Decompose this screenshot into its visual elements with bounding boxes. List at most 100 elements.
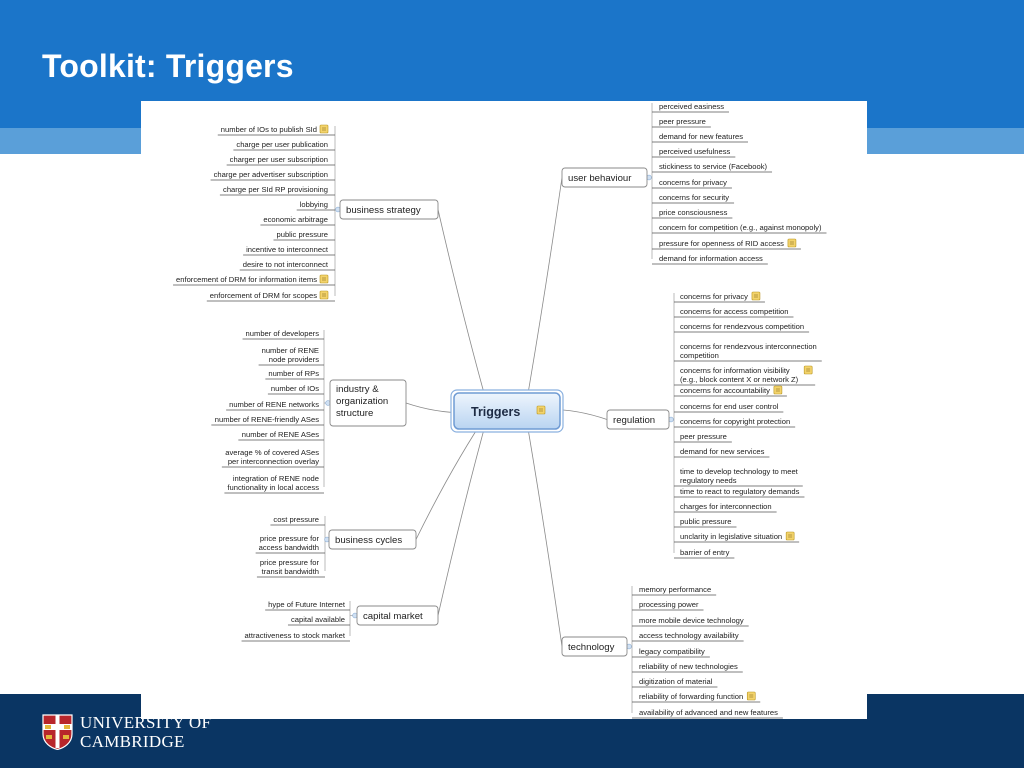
topic-item[interactable]: charge per advertiser subscription	[210, 170, 335, 181]
topic-item[interactable]: digitization of material	[632, 677, 718, 688]
topic-item[interactable]: number of developers	[242, 329, 324, 340]
topic-item[interactable]: economic arbitrage	[260, 215, 335, 226]
topic-label: lobbying	[300, 200, 328, 209]
topic-item[interactable]: concerns for privacy	[674, 292, 765, 303]
topic-item[interactable]: charger per user subscription	[226, 155, 335, 166]
topic-item[interactable]: enforcement of DRM for information items	[173, 275, 335, 286]
topic-item[interactable]: hype of Future Internet	[265, 600, 350, 611]
topic-item[interactable]: capital available	[287, 615, 350, 626]
topic-item[interactable]: concern for competition (e.g., against m…	[652, 223, 827, 234]
branch-regulation[interactable]: concerns for privacy concerns for access …	[606, 292, 822, 559]
topic-item[interactable]: enforcement of DRM for scopes	[206, 291, 335, 302]
topic-item[interactable]: peer pressure	[652, 117, 711, 128]
topic-item[interactable]: perceived usefulness	[652, 147, 736, 158]
note-icon[interactable]	[536, 405, 546, 415]
topic-item[interactable]: concerns for information visibility(e.g.…	[674, 366, 816, 386]
branch-box	[606, 409, 670, 430]
note-icon[interactable]	[319, 290, 329, 300]
topic-item[interactable]: concerns for accountability	[674, 386, 787, 397]
topic-item[interactable]: reliability of new technologies	[632, 662, 743, 673]
topic-item[interactable]: concerns for rendezvous competition	[674, 322, 810, 333]
branch-business-strategy[interactable]: number of IOs to publish SId charge per u…	[173, 125, 439, 302]
topic-label: concerns for rendezvous competition	[680, 322, 804, 331]
topic-item[interactable]: desire to not interconnect	[239, 260, 335, 271]
topic-item[interactable]: incentive to interconnect	[243, 245, 335, 256]
topic-item[interactable]: number of RENE ASes	[238, 430, 324, 441]
topic-item[interactable]: public pressure	[273, 230, 335, 241]
topic-item[interactable]: concerns for rendezvous interconnectionc…	[674, 342, 822, 362]
topic-label: perceived usefulness	[659, 147, 731, 156]
topic-item[interactable]: number of RENE-friendly ASes	[211, 415, 324, 426]
topic-item[interactable]: perceived easiness	[652, 102, 730, 113]
topic-item[interactable]: cost pressure	[270, 515, 325, 526]
topic-item[interactable]: reliability of forwarding function	[632, 692, 761, 703]
note-icon[interactable]	[785, 531, 795, 541]
topic-item[interactable]: concerns for copyright protection	[674, 417, 796, 428]
branch-capital-market[interactable]: hype of Future Internet capital available…	[241, 600, 439, 642]
topic-item[interactable]: unclarity in legislative situation	[674, 532, 800, 543]
note-icon[interactable]	[773, 385, 783, 395]
note-icon[interactable]	[787, 238, 797, 248]
topic-item[interactable]: lobbying	[296, 200, 335, 211]
topic-item[interactable]: attractiveness to stock market	[241, 631, 350, 642]
topic-item[interactable]: time to react to regulatory demands	[674, 487, 805, 498]
topic-label: demand for new services	[680, 447, 765, 456]
topic-label: price pressure for	[260, 558, 320, 567]
topic-item[interactable]: concerns for end user control	[674, 402, 784, 413]
note-icon[interactable]	[746, 691, 756, 701]
note-icon[interactable]	[319, 274, 329, 284]
topic-item[interactable]: availability of advanced and new feature…	[632, 708, 783, 719]
topic-label: average % of covered ASes	[225, 448, 319, 457]
mindmap-panel: number of IOs to publish SId charge per u…	[141, 101, 867, 719]
note-icon[interactable]	[319, 124, 329, 134]
topic-item[interactable]: concerns for privacy	[652, 178, 732, 189]
topic-item[interactable]: public pressure	[674, 517, 737, 528]
topic-item[interactable]: stickiness to service (Facebook)	[652, 162, 773, 173]
topic-label: concerns for end user control	[680, 402, 779, 411]
topic-item[interactable]: processing power	[632, 600, 704, 611]
topic-item[interactable]: demand for new features	[652, 132, 749, 143]
topic-item[interactable]: price consciousness	[652, 208, 733, 219]
topic-label: charge per advertiser subscription	[214, 170, 328, 179]
connector-line	[437, 410, 490, 616]
topic-item[interactable]: peer pressure	[674, 432, 732, 443]
topic-item[interactable]: time to develop technology to meetregula…	[674, 467, 803, 487]
branch-label: organization	[336, 396, 388, 407]
note-icon[interactable]	[803, 365, 813, 375]
topic-item[interactable]: number of RENE networks	[226, 400, 324, 411]
note-icon[interactable]	[751, 291, 761, 301]
topic-item[interactable]: demand for new services	[674, 447, 770, 458]
topic-item[interactable]: memory performance	[632, 585, 717, 596]
topic-item[interactable]: pressure for openness of RID access	[652, 239, 801, 250]
topic-label: charges for interconnection	[680, 502, 772, 511]
topic-item[interactable]: charge per SId RP provisioning	[219, 185, 335, 196]
topic-item[interactable]: demand for information access	[652, 254, 768, 265]
topic-item[interactable]: concerns for security	[652, 193, 735, 204]
topic-item[interactable]: number of IOs	[267, 384, 324, 395]
topic-item[interactable]: barrier of entry	[674, 548, 735, 559]
branch-box	[339, 199, 439, 220]
topic-item[interactable]: concerns for access competition	[674, 307, 794, 318]
branch-user-behaviour[interactable]: perceived easiness peer pressure demand fo…	[561, 102, 827, 265]
topic-item[interactable]: number of RPs	[265, 369, 324, 380]
topic-item[interactable]: legacy compatibility	[632, 647, 710, 658]
topic-label: number of IOs	[271, 384, 319, 393]
topic-item[interactable]: number of IOs to publish SId	[217, 125, 335, 136]
central-topic[interactable]: Triggers	[450, 389, 564, 433]
topic-label: cost pressure	[273, 515, 319, 524]
topic-label: integration of RENE node	[233, 474, 319, 483]
topic-item[interactable]: charges for interconnection	[674, 502, 777, 513]
topic-item[interactable]: access technology availability	[632, 631, 744, 642]
branch-box	[328, 529, 417, 550]
topic-item[interactable]: more mobile device technology	[632, 616, 749, 627]
topic-item[interactable]: charge per user publication	[233, 140, 335, 151]
branch-technology[interactable]: memory performance processing power more m…	[561, 585, 783, 719]
topic-label: price pressure for	[260, 534, 320, 543]
